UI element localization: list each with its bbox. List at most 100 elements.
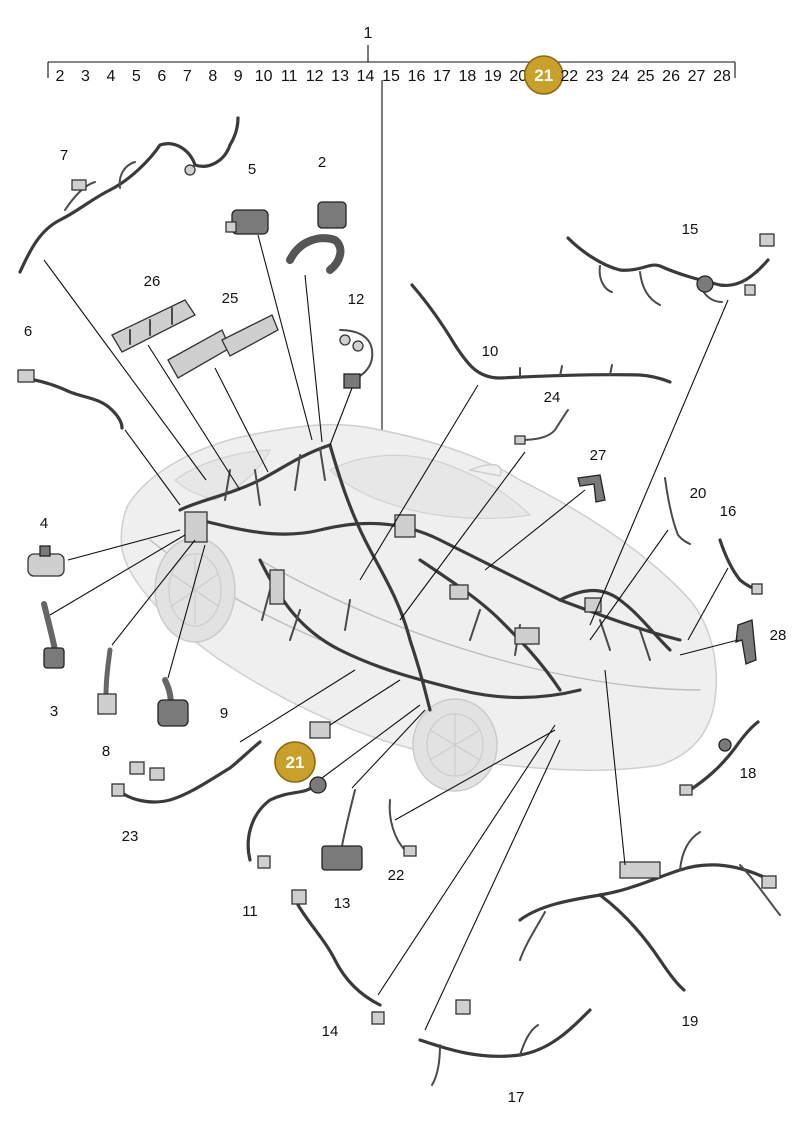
range-label-26[interactable]: 26 bbox=[662, 68, 680, 85]
part-20-lead[interactable] bbox=[664, 477, 691, 545]
range-label-25[interactable]: 25 bbox=[637, 68, 655, 85]
range-label-23[interactable]: 23 bbox=[586, 68, 604, 85]
part-9-unit[interactable] bbox=[157, 677, 189, 727]
range-label-10[interactable]: 10 bbox=[255, 68, 273, 85]
callout-15[interactable]: 15 bbox=[682, 221, 699, 238]
range-label-28[interactable]: 28 bbox=[713, 68, 731, 85]
range-label-5[interactable]: 5 bbox=[132, 68, 141, 85]
range-main-label[interactable]: 1 bbox=[364, 25, 373, 42]
callout-10[interactable]: 10 bbox=[482, 343, 499, 360]
range-label-9[interactable]: 9 bbox=[234, 68, 243, 85]
range-label-15[interactable]: 15 bbox=[382, 68, 400, 85]
part-16-plug bbox=[751, 583, 763, 595]
part-17-lead[interactable] bbox=[418, 999, 592, 1086]
callout-20[interactable]: 20 bbox=[690, 485, 707, 502]
part-7-clip bbox=[184, 164, 196, 176]
callout-26[interactable]: 26 bbox=[144, 273, 161, 290]
leader-17 bbox=[424, 739, 561, 1031]
callout-16[interactable]: 16 bbox=[720, 503, 737, 520]
range-label-14[interactable]: 14 bbox=[357, 68, 375, 85]
range-label-7[interactable]: 7 bbox=[183, 68, 192, 85]
part-21-lead[interactable] bbox=[246, 721, 331, 869]
part-5-sensor[interactable] bbox=[225, 209, 269, 235]
part-3-lead[interactable] bbox=[41, 601, 65, 669]
callout-7[interactable]: 7 bbox=[60, 147, 68, 164]
part-19-harness[interactable] bbox=[518, 831, 781, 992]
part-22-lead[interactable] bbox=[388, 799, 417, 857]
part-13-unit[interactable] bbox=[321, 789, 363, 871]
callout-27[interactable]: 27 bbox=[590, 447, 607, 464]
range-label-6[interactable]: 6 bbox=[157, 68, 166, 85]
part-3-head bbox=[43, 647, 65, 669]
callout-6[interactable]: 6 bbox=[24, 323, 32, 340]
range-highlight-badge[interactable] bbox=[523, 55, 564, 95]
callout-21-badge[interactable] bbox=[274, 741, 316, 783]
callout-18[interactable]: 18 bbox=[740, 765, 757, 782]
callout-14[interactable]: 14 bbox=[322, 1023, 339, 1040]
part-26-bracket[interactable] bbox=[111, 299, 196, 353]
harness-spine bbox=[198, 518, 682, 642]
range-label-2[interactable]: 2 bbox=[56, 68, 65, 85]
part-2-connector[interactable] bbox=[286, 201, 347, 274]
leader-3 bbox=[49, 534, 186, 616]
side-connector-block bbox=[269, 569, 285, 605]
callout-17[interactable]: 17 bbox=[508, 1089, 525, 1106]
range-label-24[interactable]: 24 bbox=[611, 68, 629, 85]
part-10-cable[interactable] bbox=[410, 283, 672, 384]
part-27-bracket[interactable] bbox=[577, 474, 606, 503]
range-label-8[interactable]: 8 bbox=[208, 68, 217, 85]
range-label-13[interactable]: 13 bbox=[331, 68, 349, 85]
range-label-21[interactable]: 21 bbox=[534, 66, 553, 85]
part-15-harness[interactable] bbox=[566, 233, 775, 306]
range-label-3[interactable]: 3 bbox=[81, 68, 90, 85]
part-16-lead[interactable] bbox=[718, 538, 763, 595]
range-label-11[interactable]: 11 bbox=[281, 68, 298, 85]
part-7-harness[interactable] bbox=[18, 116, 240, 274]
part-23-lead[interactable] bbox=[111, 740, 262, 804]
part-14-lead[interactable] bbox=[291, 889, 385, 1025]
callout-3[interactable]: 3 bbox=[50, 703, 58, 720]
leader-2 bbox=[304, 274, 323, 443]
callout-24[interactable]: 24 bbox=[544, 389, 561, 406]
callout-9[interactable]: 9 bbox=[220, 705, 228, 722]
part-6-lead[interactable] bbox=[17, 369, 124, 430]
callout-21[interactable]: 21 bbox=[286, 753, 305, 772]
callout-8[interactable]: 8 bbox=[102, 743, 110, 760]
callout-19[interactable]: 19 bbox=[682, 1013, 699, 1030]
part-21-wire bbox=[246, 783, 317, 862]
callout-23[interactable]: 23 bbox=[122, 828, 139, 845]
range-label-22[interactable]: 22 bbox=[560, 68, 578, 85]
range-label-27[interactable]: 27 bbox=[688, 68, 706, 85]
part-12-lead[interactable] bbox=[339, 329, 374, 389]
part-18-lead[interactable] bbox=[679, 720, 760, 796]
range-label-12[interactable]: 12 bbox=[306, 68, 324, 85]
callout-2[interactable]: 2 bbox=[318, 154, 326, 171]
part-5-body bbox=[231, 209, 269, 235]
range-label-20[interactable]: 20 bbox=[509, 68, 527, 85]
callout-5[interactable]: 5 bbox=[248, 161, 256, 178]
part-4-sensor[interactable] bbox=[27, 545, 65, 577]
part-8-lead[interactable] bbox=[97, 647, 117, 715]
range-label-17[interactable]: 17 bbox=[433, 68, 451, 85]
range-label-4[interactable]: 4 bbox=[106, 68, 115, 85]
callout-13[interactable]: 13 bbox=[334, 895, 351, 912]
callout-12[interactable]: 12 bbox=[348, 291, 365, 308]
part-10-drops bbox=[519, 364, 613, 379]
part-12-plug-a bbox=[339, 334, 351, 346]
range-label-19[interactable]: 19 bbox=[484, 68, 502, 85]
part-24-lead[interactable] bbox=[514, 409, 569, 445]
range-label-16[interactable]: 16 bbox=[408, 68, 426, 85]
part-13-wire bbox=[341, 789, 356, 847]
leader-5 bbox=[257, 234, 313, 441]
callout-25[interactable]: 25 bbox=[222, 290, 239, 307]
part-28-bracket[interactable] bbox=[735, 619, 757, 665]
range-label-18[interactable]: 18 bbox=[458, 68, 476, 85]
harness-drops-mid bbox=[261, 589, 351, 641]
callout-4[interactable]: 4 bbox=[40, 515, 48, 532]
leader-8 bbox=[111, 539, 196, 646]
callout-22[interactable]: 22 bbox=[388, 867, 405, 884]
part-5-plug bbox=[225, 221, 237, 233]
callout-28[interactable]: 28 bbox=[770, 627, 787, 644]
callout-11[interactable]: 11 bbox=[242, 903, 258, 920]
part-25-bracket[interactable] bbox=[167, 314, 279, 379]
